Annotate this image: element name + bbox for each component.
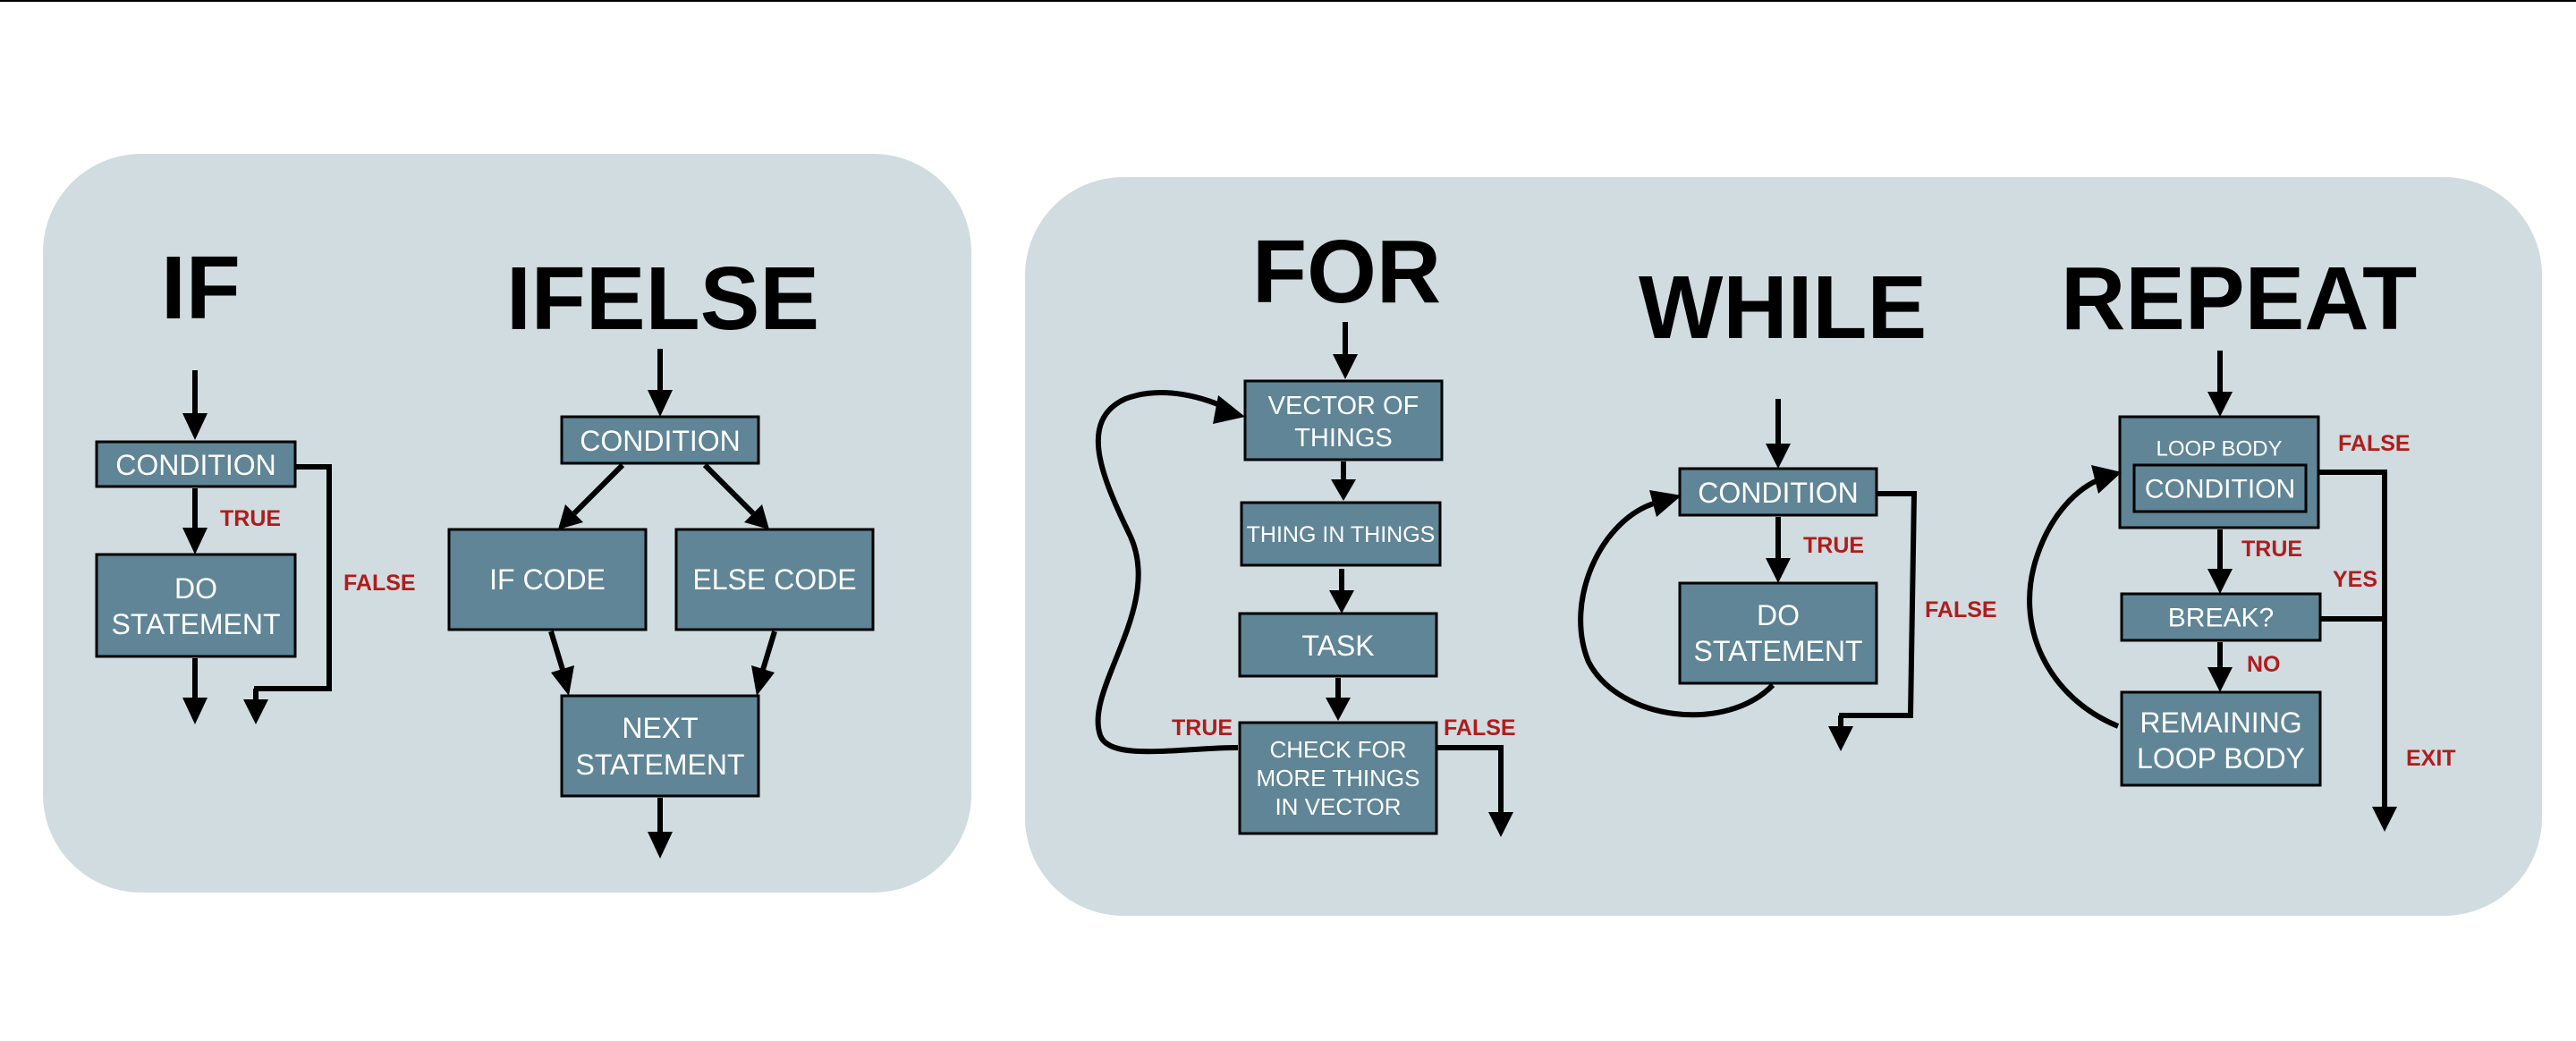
for-false-label: FALSE <box>1444 715 1516 741</box>
if-flowchart: CONDITION TRUE DO STATEMENT FALSE <box>95 370 416 724</box>
repeat-yes-label: YES <box>2333 567 2377 592</box>
arrow-head <box>1329 590 1354 614</box>
for-false-path <box>1436 745 1504 814</box>
title-if: IF <box>161 238 241 338</box>
check-more-things-box <box>1238 721 1438 835</box>
check-line3: IN VECTOR <box>1275 793 1401 820</box>
if-code-box <box>447 528 648 631</box>
arrow-head <box>751 665 775 696</box>
arrow-head <box>182 528 208 554</box>
vector-of-things-line2: THINGS <box>1294 424 1393 453</box>
while-do-statement-line2: STATEMENT <box>1693 635 1862 667</box>
while-true-label: TRUE <box>1803 533 1864 558</box>
thing-in-things-box <box>1240 501 1442 567</box>
while-condition-label: CONDITION <box>1698 477 1859 509</box>
vector-of-things-line1: VECTOR OF <box>1268 392 1419 420</box>
repeat-false-label: FALSE <box>2338 431 2411 456</box>
if-false-path <box>254 464 332 691</box>
arrow-line <box>759 631 777 673</box>
repeat-false-path <box>2318 470 2387 808</box>
check-line2: MORE THINGS <box>1257 765 1420 791</box>
while-false-path <box>1839 491 1918 718</box>
repeat-exit-label: EXIT <box>2406 746 2456 771</box>
arrow-head <box>1488 812 1513 837</box>
arrow-head <box>648 832 673 859</box>
break-label: BREAK? <box>2168 604 2274 633</box>
while-do-statement-line1: DO <box>1757 599 1800 631</box>
for-true-label: TRUE <box>1172 715 1233 741</box>
repeat-loop-back-path <box>2027 475 2120 729</box>
if-false-label: FALSE <box>343 571 416 596</box>
check-line1: CHECK FOR <box>1269 736 1406 763</box>
thing-in-things-label: THING IN THINGS <box>1247 522 1436 547</box>
while-loop-back-path <box>1578 500 1775 718</box>
while-condition-box <box>1678 467 1878 517</box>
arrow-head <box>558 504 583 529</box>
arrow-head <box>2372 807 2397 832</box>
arrow-head <box>182 413 208 440</box>
while-false-label: FALSE <box>1925 597 1997 622</box>
arrow-line <box>548 631 566 673</box>
title-ifelse: IFELSE <box>506 249 819 349</box>
arrow-head <box>744 504 769 529</box>
remaining-line2: LOOP BODY <box>2137 742 2305 774</box>
arrow-head <box>1333 354 1358 379</box>
if-do-statement-line2: STATEMENT <box>111 608 280 640</box>
else-code-box <box>674 528 875 631</box>
repeat-true-label: TRUE <box>2241 537 2302 562</box>
arrow-head <box>2091 465 2122 494</box>
arrow-head <box>551 665 574 696</box>
arrow-head <box>1828 726 1853 751</box>
arrow-head <box>243 699 268 724</box>
repeat-flowchart: LOOP BODY CONDITION FALSE TRUE BREAK? YE… <box>2027 351 2456 832</box>
next-statement-line1: NEXT <box>622 712 698 744</box>
for-loop-back-path <box>1095 390 1239 755</box>
arrow-head <box>1326 698 1351 721</box>
ifelse-flowchart: CONDITION IF CODE ELSE CODE NEXT STATEME… <box>447 349 875 859</box>
remaining-line1: REMAINING <box>2140 707 2301 739</box>
arrow-head <box>1331 479 1356 501</box>
remaining-loop-body-box <box>2120 690 2322 787</box>
arrow-line <box>702 462 756 516</box>
arrow-head <box>648 390 673 417</box>
ifelse-condition-label: CONDITION <box>580 425 741 457</box>
next-statement-line2: STATEMENT <box>575 749 744 781</box>
title-while: WHILE <box>1639 258 1927 358</box>
repeat-condition-label: CONDITION <box>2145 475 2295 504</box>
task-box <box>1238 612 1438 678</box>
if-code-label: IF CODE <box>489 563 606 596</box>
loop-body-label: LOOP BODY <box>2157 437 2283 461</box>
while-flowchart: CONDITION TRUE DO STATEMENT FALSE <box>1578 399 1997 751</box>
arrow-head <box>2207 667 2233 692</box>
if-true-label: TRUE <box>220 506 281 531</box>
title-repeat: REPEAT <box>2061 249 2417 349</box>
vector-of-things-box <box>1243 379 1444 461</box>
if-condition-label: CONDITION <box>115 449 276 481</box>
if-do-statement-box <box>95 553 297 658</box>
while-do-statement-box <box>1678 581 1878 685</box>
if-do-statement-line1: DO <box>174 572 217 605</box>
next-statement-box <box>560 694 760 798</box>
arrow-line <box>572 462 625 516</box>
else-code-label: ELSE CODE <box>692 563 856 596</box>
repeat-no-label: NO <box>2247 652 2281 677</box>
arrow-head <box>1766 444 1791 469</box>
arrow-head <box>1649 490 1682 517</box>
arrow-head <box>1213 395 1245 424</box>
ifelse-condition-box <box>560 415 760 465</box>
arrow-head <box>2207 569 2233 594</box>
for-flowchart: VECTOR OF THINGS THING IN THINGS TASK CH… <box>1095 322 1516 837</box>
task-label: TASK <box>1301 630 1374 662</box>
repeat-condition-box <box>2132 463 2308 513</box>
title-for: FOR <box>1252 222 1441 322</box>
arrow-head <box>182 698 208 724</box>
arrow-head <box>1766 558 1791 583</box>
arrow-head <box>2207 392 2233 417</box>
